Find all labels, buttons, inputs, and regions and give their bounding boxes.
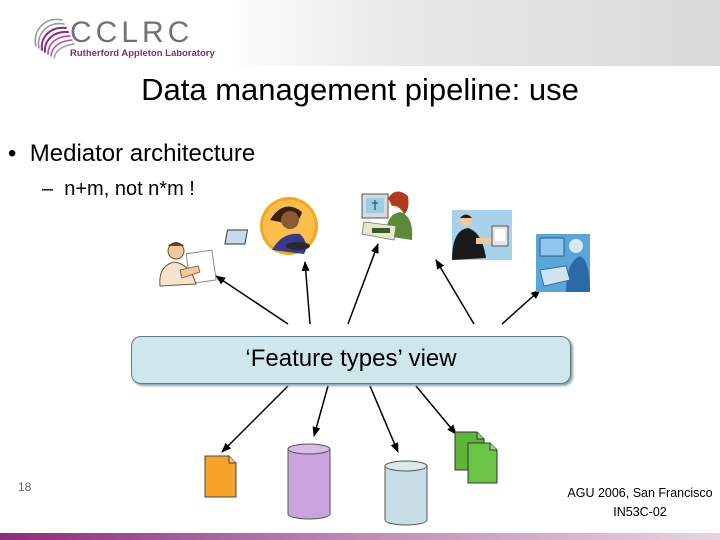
database-purple-icon (287, 443, 331, 520)
user-laptop-icon (224, 197, 318, 255)
feature-types-view-box: ‘Feature types’ view (131, 336, 571, 384)
view-label: ‘Feature types’ view (245, 345, 457, 372)
bottom-band (0, 533, 720, 540)
file-document-icon (204, 455, 237, 498)
logo-name: CCLRC (70, 16, 194, 49)
arrow-to-source-4 (415, 385, 457, 435)
header-band (220, 0, 720, 66)
user-computer-icon (361, 191, 413, 241)
user-partial-icon (536, 234, 590, 292)
arrow-to-user-4 (435, 259, 475, 325)
sub-bullet-item: – n+m, not n*m ! (42, 178, 195, 201)
upper-arrows (215, 243, 541, 325)
bullet-marker: • (8, 140, 30, 167)
logo-swirl-icon (34, 18, 75, 59)
arrow-to-user-1 (215, 275, 289, 325)
sub-bullet-text: n+m, not n*m ! (64, 178, 195, 200)
arrow-to-source-1 (221, 385, 289, 453)
arrow-to-user-5 (501, 289, 541, 325)
arrow-to-source-2 (312, 385, 329, 437)
database-blue-icon (384, 460, 428, 526)
arrow-to-user-2 (301, 261, 311, 325)
user-desk-icon (452, 210, 512, 260)
footer-session: IN53C-02 (613, 505, 667, 519)
logo: CCLRC Rutherford Appleton Laboratory (26, 10, 226, 65)
sub-bullet-marker: – (42, 178, 65, 200)
arrow-to-user-3 (347, 243, 379, 325)
logo-subtitle: Rutherford Appleton Laboratory (70, 48, 215, 59)
user-reading-icon (159, 242, 217, 287)
arrow-to-source-3 (369, 385, 399, 453)
slide-title: Data management pipeline: use (141, 72, 579, 107)
footer-event: AGU 2006, San Francisco (567, 486, 713, 500)
lower-arrows (221, 385, 457, 453)
page-number: 18 (18, 480, 32, 494)
bullet-text: Mediator architecture (29, 140, 256, 167)
stacked-documents-icon (454, 431, 498, 484)
bullet-item: • Mediator architecture (8, 140, 255, 168)
